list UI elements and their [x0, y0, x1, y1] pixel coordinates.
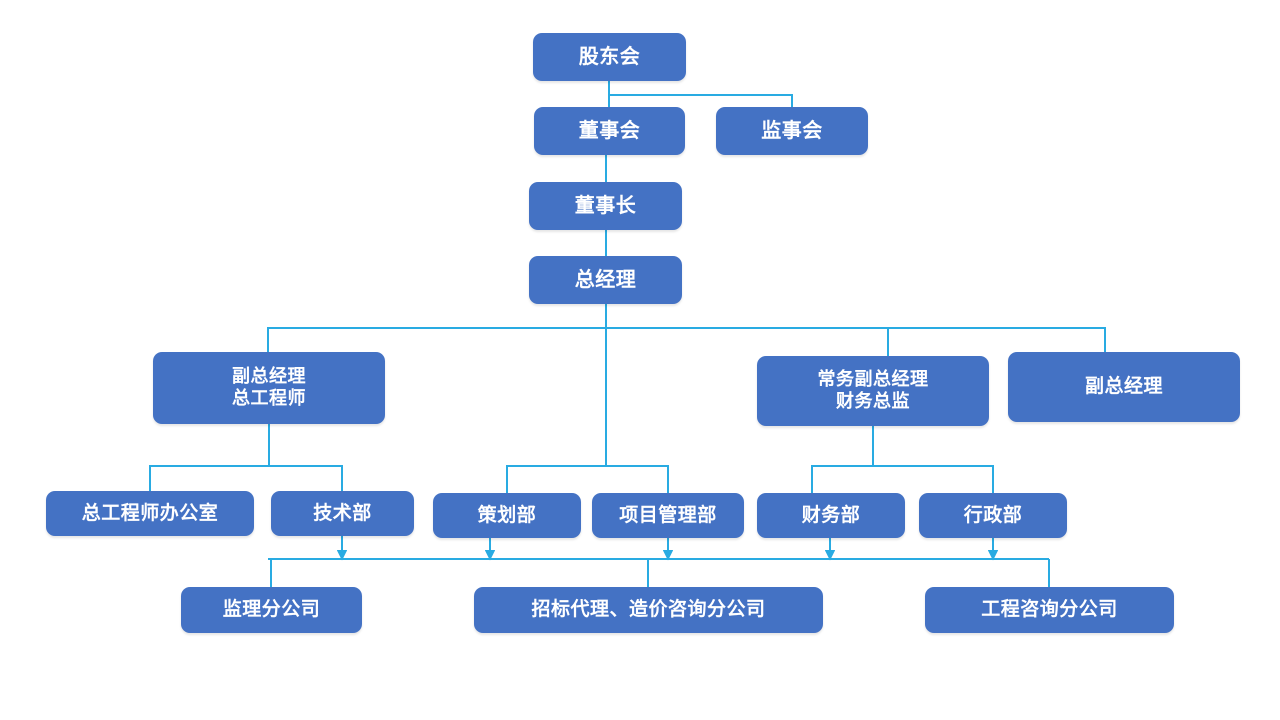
- node-label-vp-chief-engineer: 副总经理 总工程师: [232, 366, 306, 408]
- node-admin-dept[interactable]: 行政部: [919, 493, 1067, 538]
- node-label-consulting-branch: 工程咨询分公司: [981, 599, 1118, 621]
- node-label-planning-dept: 策划部: [477, 504, 537, 526]
- node-label-supervisors: 监事会: [761, 119, 823, 142]
- node-label-project-mgmt-dept: 项目管理部: [619, 504, 717, 526]
- node-supervision-branch[interactable]: 监理分公司: [181, 587, 362, 633]
- node-label-supervision-branch: 监理分公司: [222, 599, 321, 621]
- node-supervisors[interactable]: 监事会: [716, 107, 868, 155]
- node-vp-chief-engineer[interactable]: 副总经理 总工程师: [153, 352, 385, 424]
- node-board[interactable]: 董事会: [534, 107, 685, 155]
- node-evp-cfo[interactable]: 常务副总经理 财务总监: [757, 356, 989, 426]
- node-planning-dept[interactable]: 策划部: [433, 493, 581, 538]
- node-label-admin-dept: 行政部: [963, 504, 1023, 526]
- node-finance-dept[interactable]: 财务部: [757, 493, 905, 538]
- node-chief-eng-office[interactable]: 总工程师办公室: [46, 491, 254, 536]
- node-project-mgmt-dept[interactable]: 项目管理部: [592, 493, 744, 538]
- node-label-gm: 总经理: [574, 268, 637, 291]
- node-label-finance-dept: 财务部: [801, 504, 861, 526]
- node-label-shareholders: 股东会: [578, 45, 641, 68]
- node-label-chairman: 董事长: [574, 194, 637, 217]
- node-chairman[interactable]: 董事长: [529, 182, 682, 230]
- node-label-board: 董事会: [578, 119, 641, 142]
- node-label-evp-cfo: 常务副总经理 财务总监: [817, 369, 929, 411]
- node-bidding-branch[interactable]: 招标代理、造价咨询分公司: [474, 587, 823, 633]
- node-tech-dept[interactable]: 技术部: [271, 491, 414, 536]
- node-label-vp: 副总经理: [1084, 376, 1163, 398]
- node-consulting-branch[interactable]: 工程咨询分公司: [925, 587, 1174, 633]
- node-label-bidding-branch: 招标代理、造价咨询分公司: [531, 599, 766, 621]
- node-label-tech-dept: 技术部: [313, 502, 372, 524]
- node-vp[interactable]: 副总经理: [1008, 352, 1240, 422]
- node-shareholders[interactable]: 股东会: [533, 33, 686, 81]
- node-label-chief-eng-office: 总工程师办公室: [81, 502, 219, 524]
- node-gm[interactable]: 总经理: [529, 256, 682, 304]
